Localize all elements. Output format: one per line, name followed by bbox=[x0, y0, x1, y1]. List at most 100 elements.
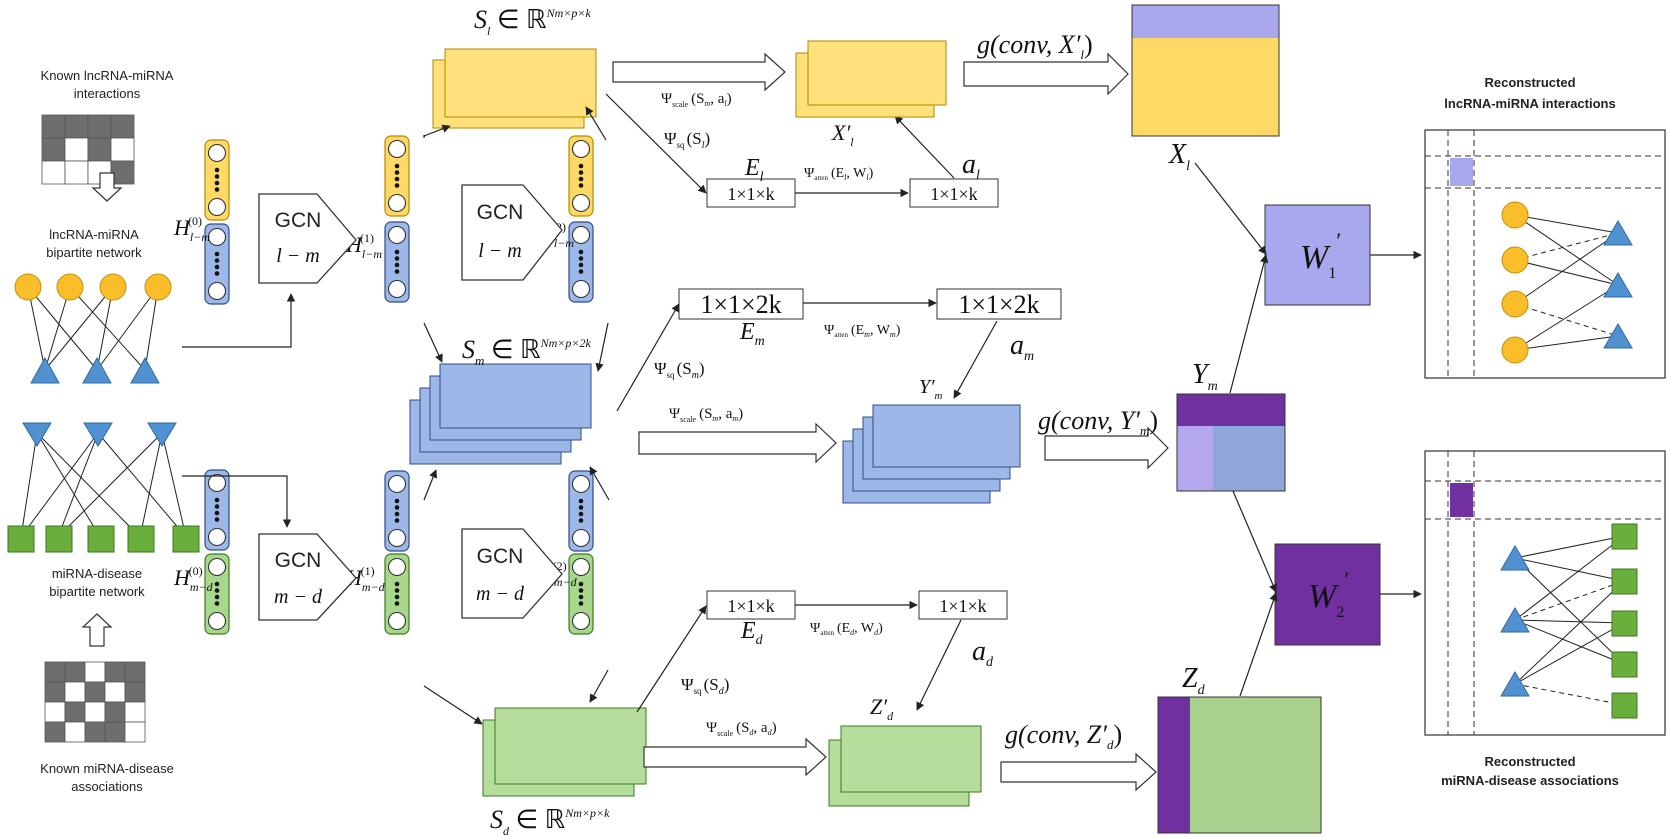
svg-text:1×1×k: 1×1×k bbox=[727, 596, 774, 616]
matrix-cell bbox=[44, 661, 66, 683]
s-m-label: Sm ∈ ℝNm×p×2k bbox=[462, 335, 592, 368]
psi-scale-d-label: Ψscale(Sd, ad) bbox=[706, 720, 777, 738]
s-l-label: Sl ∈ ℝNm×p×k bbox=[474, 5, 591, 38]
matrix-cell bbox=[124, 721, 146, 743]
matrix-cell bbox=[64, 160, 89, 185]
embedding-h0-disease bbox=[204, 553, 230, 635]
reconstructed-md-label-1: Reconstructed bbox=[1484, 754, 1575, 769]
svg-text:1×1×2k: 1×1×2k bbox=[700, 290, 781, 319]
known-mirna-disease-matrix bbox=[44, 661, 146, 743]
svg-text:1×1×k: 1×1×k bbox=[939, 596, 986, 616]
arrow-ym-to-w1 bbox=[1229, 254, 1269, 394]
arrow-ym-to-w2 bbox=[1232, 490, 1277, 593]
z-d-label: Zd bbox=[1182, 663, 1206, 698]
matrix-cell bbox=[104, 661, 126, 683]
x-l-prime-label: X′l bbox=[831, 120, 854, 149]
mirna-disease-bipartite-label-2: bipartite network bbox=[49, 584, 145, 599]
arrow-h1md-to-sd bbox=[423, 685, 483, 725]
embedding-h2-lncrna bbox=[568, 135, 594, 217]
lncrna-mirna-bipartite-label-2: bipartite network bbox=[46, 245, 142, 260]
arrow-xl-to-w1 bbox=[1194, 162, 1267, 255]
matrix-cell bbox=[44, 721, 66, 743]
gcn-block-lm-2: GCN l − m bbox=[461, 184, 563, 281]
svg-text:W1′: W1′ bbox=[1300, 228, 1341, 282]
matrix-cell bbox=[64, 681, 86, 703]
embedding-vectors bbox=[204, 135, 594, 635]
disease-node bbox=[1611, 523, 1638, 550]
e-l-label: El bbox=[744, 155, 764, 185]
matrix-cell bbox=[64, 721, 86, 743]
known-lncrna-mirna-label-2: interactions bbox=[74, 86, 141, 101]
vector-box-e-d: 1×1×k bbox=[706, 590, 796, 620]
block-arrow-zd-to-output bbox=[1000, 752, 1157, 792]
svg-text:l − m: l − m bbox=[276, 245, 320, 267]
mirna-node bbox=[1500, 607, 1530, 633]
a-l-label: al bbox=[962, 149, 980, 183]
known-mirna-disease-label-1: Known miRNA-disease bbox=[40, 761, 174, 776]
hollow-up-arrow bbox=[81, 613, 113, 647]
svg-text:1×1×k: 1×1×k bbox=[930, 184, 977, 204]
mirna-disease-bipartite-label-1: miRNA-disease bbox=[52, 566, 142, 581]
gcn-block-md-1: GCN m − d bbox=[258, 533, 357, 621]
matrix-cell bbox=[84, 701, 106, 723]
mirna-node bbox=[1500, 545, 1530, 571]
svg-text:Hl−m(0): Hl−m(0) bbox=[173, 214, 210, 244]
svg-text:Hm−d(0): Hm−d(0) bbox=[173, 564, 214, 594]
disease-node bbox=[45, 525, 73, 553]
vector-box-a-d: 1×1×k bbox=[918, 590, 1008, 620]
embedding-h1-disease bbox=[384, 553, 410, 635]
lncrna-node bbox=[144, 273, 172, 301]
mirna-node bbox=[130, 356, 160, 384]
arrow-bipartite-to-gcn-lm bbox=[182, 293, 296, 348]
matrix-y-m bbox=[1176, 393, 1286, 492]
arrow-sm-to-em bbox=[616, 303, 680, 412]
mirna-node bbox=[1603, 272, 1633, 298]
svg-text:l − m: l − m bbox=[478, 240, 522, 262]
psi-atten-l-label: Ψatten(El, Wl) bbox=[804, 166, 874, 182]
svg-text:1×1×k: 1×1×k bbox=[727, 184, 774, 204]
svg-text:GCN: GCN bbox=[275, 549, 322, 572]
svg-text:GCN: GCN bbox=[275, 209, 322, 232]
matrix-cell bbox=[87, 137, 112, 162]
mirna-node bbox=[1603, 220, 1633, 246]
disease-node bbox=[1611, 692, 1638, 719]
known-lncrna-mirna-matrix bbox=[41, 114, 135, 185]
matrix-cell bbox=[41, 160, 66, 185]
mirna-node bbox=[1603, 323, 1633, 349]
svg-text:GCN: GCN bbox=[477, 201, 524, 224]
arrow-h1lm-to-sl bbox=[423, 124, 451, 137]
matrix-cell bbox=[84, 681, 106, 703]
matrix-cell bbox=[124, 661, 146, 683]
disease-node bbox=[1611, 568, 1638, 595]
disease-node bbox=[87, 525, 115, 553]
mirna-node bbox=[82, 356, 112, 384]
tensor-s-l bbox=[432, 48, 597, 129]
arrow-h2md-to-sm bbox=[589, 466, 610, 501]
disease-node bbox=[127, 525, 155, 553]
lncrna-node bbox=[1501, 201, 1529, 229]
vector-box-e-m: 1×1×2k bbox=[678, 288, 804, 320]
arrow-am-to-ym bbox=[953, 320, 998, 399]
lncrna-node bbox=[56, 273, 84, 301]
arrow-sl-to-el bbox=[605, 93, 707, 194]
lncrna-node bbox=[1501, 290, 1529, 318]
reconstructed-lm-label-1: Reconstructed bbox=[1484, 75, 1575, 90]
lncrna-node bbox=[1501, 246, 1529, 274]
embedding-h2-disease bbox=[568, 553, 594, 635]
y-m-prime-label: Y′m bbox=[919, 376, 943, 402]
embedding-h0-mirna-2 bbox=[204, 469, 230, 551]
tensor-s-d bbox=[482, 707, 647, 797]
known-lncrna-mirna-label-1: Known lncRNA-miRNA bbox=[41, 68, 174, 83]
svg-text:1×1×2k: 1×1×2k bbox=[958, 290, 1039, 319]
mirna-node bbox=[22, 422, 52, 447]
mirna-node bbox=[83, 422, 113, 447]
vector-box-a-m: 1×1×2k bbox=[936, 288, 1062, 320]
embedding-h1-mirna-2 bbox=[384, 470, 410, 552]
mirna-disease-bipartite-network bbox=[7, 422, 200, 553]
a-m-label: am bbox=[1010, 330, 1034, 364]
disease-node bbox=[7, 525, 35, 553]
matrix-cell bbox=[44, 701, 66, 723]
gcn-block-lm-1: GCN l − m bbox=[258, 193, 357, 284]
